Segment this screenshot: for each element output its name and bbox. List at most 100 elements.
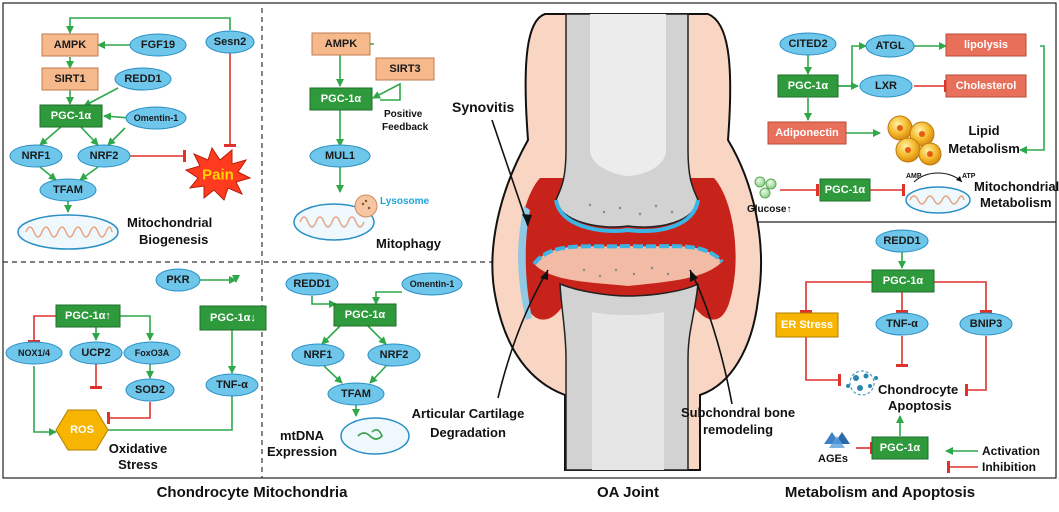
panel-chondrocyte-apoptosis: REDD1 PGC-1α ER Stress TNF-α BNIP3 Chond… [775, 229, 1013, 465]
label-ages: AGEs [818, 453, 848, 465]
legend-activation-label: Activation [982, 444, 1040, 458]
legend-inhibition-label: Inhibition [982, 460, 1036, 474]
node-cholesterol-label: Cholesterol [956, 80, 1017, 92]
femur-marrow [590, 14, 666, 176]
node-pgc1a-label: PGC-1α [321, 93, 362, 105]
inhibit-er-apoptosis [805, 336, 841, 386]
ages-icon [824, 432, 850, 448]
apoptotic-cell-icon [846, 370, 878, 396]
node-pgc1a-label: PGC-1α [825, 184, 866, 196]
node-sesn2 [205, 30, 255, 54]
node-nrf2 [77, 144, 131, 168]
amp-atp-arrowhead [956, 176, 962, 182]
footer-oa-joint: OA Joint [597, 484, 659, 501]
pain-label: Pain [202, 167, 234, 184]
node-redd1-label: REDD1 [883, 235, 920, 247]
node-ampk-label: AMPK [325, 38, 357, 50]
pointer-subchondral-head [690, 270, 698, 282]
synovitis-lining [518, 206, 532, 320]
bone-texture [582, 203, 674, 278]
node-omentin-label: Omentin-1 [134, 113, 179, 123]
node-pgc1a-up-label: PGC-1α↑ [65, 310, 111, 322]
node-pgc1a-label: PGC-1α [345, 309, 386, 321]
node-ros-label: ROS [70, 424, 94, 436]
node-sod2-label: SOD2 [135, 384, 165, 396]
mitochondrion-icon [17, 214, 119, 250]
node-sirt3-label: SIRT3 [389, 63, 420, 75]
node-lxr [859, 74, 913, 98]
title-metabolism: Metabolism [980, 195, 1052, 210]
node-adiponectin [767, 121, 847, 145]
node-pgc1a-label: PGC-1α [51, 110, 92, 122]
node-sod2 [125, 378, 175, 402]
node-lxr-label: LXR [875, 80, 897, 92]
inhibit-pgc-bnip3 [934, 281, 992, 313]
ros-hexagon-icon [55, 409, 109, 451]
panel-mitochondrial-metabolism: Glucose↑ PGC-1α AMP ATP Mitochondrial Me… [747, 172, 1059, 215]
node-redd1-label: REDD1 [293, 278, 330, 290]
node-foxo3a [123, 341, 181, 365]
title-mitochondrial: Mitochondrial [127, 215, 212, 230]
node-fgf19-label: FGF19 [141, 39, 175, 51]
node-ucp2 [69, 341, 123, 365]
node-tnfa [875, 312, 929, 336]
inhibit-pgc-nox [28, 315, 56, 343]
node-tnfa [205, 373, 259, 397]
node-nrf2 [367, 343, 421, 367]
label-subchondral-bone: Subchondral bone [681, 405, 795, 420]
figure-border [2, 2, 1057, 479]
node-nox [5, 341, 63, 365]
node-redd1 [875, 229, 929, 253]
node-cited2 [779, 32, 837, 56]
node-sesn2-label: Sesn2 [214, 36, 246, 48]
node-sirt1 [41, 67, 99, 91]
pointer-subchondral [689, 269, 733, 405]
node-tfam [327, 382, 385, 406]
arrow-nrf1-tfam [39, 166, 57, 181]
node-bnip3 [959, 312, 1013, 336]
node-tnfa-label: TNF-α [216, 379, 248, 391]
label-synovitis: Synovitis [452, 99, 514, 115]
mitochondrion-dna-icon [340, 417, 410, 455]
node-ampk-label: AMPK [54, 39, 86, 51]
pain-burst-icon [184, 146, 252, 201]
arrow-pgc-atgl [838, 42, 867, 87]
node-nrf2-label: NRF2 [90, 150, 119, 162]
arrow-tnf-ros [73, 396, 233, 434]
arrow-nrf2-tfam [369, 365, 387, 384]
arrow-feedback [372, 82, 401, 101]
node-redd1 [285, 272, 339, 296]
node-nrf1 [291, 343, 345, 367]
node-pgc1a-bottom [871, 436, 929, 460]
node-tnfa-label: TNF-α [886, 318, 918, 330]
node-fgf19 [129, 33, 187, 57]
node-pgc1a [309, 87, 373, 111]
footer-chondrocyte-mitochondria: Chondrocyte Mitochondria [157, 484, 348, 501]
mitochondrion-icon [293, 203, 375, 241]
inhibit-sod2-ros [107, 402, 151, 424]
arrow-redd1-pgc [83, 87, 119, 107]
arrow-omentin-nrf2 [107, 127, 126, 146]
node-omentin-label: Omentin-1 [410, 279, 455, 289]
panel-mitochondrial-biogenesis: AMPK FGF19 Sesn2 SIRT1 REDD1 PGC-1α Omen… [9, 17, 255, 250]
label-lysosome: Lysosome [380, 196, 430, 207]
arrow-pgc-foxo [120, 315, 154, 341]
node-er-stress-label: ER Stress [781, 319, 833, 331]
pointer-synovitis [491, 119, 529, 227]
node-pgc1a [871, 269, 935, 293]
title-stress: Stress [118, 457, 158, 472]
node-adiponectin-label: Adiponectin [775, 127, 839, 139]
title-lipid: Lipid [968, 123, 999, 138]
node-nox-label: NOX1/4 [18, 348, 50, 358]
legend: Activation Inhibition [945, 444, 1040, 474]
node-pgc1a-down [199, 305, 267, 331]
inhibit-bnip3-apoptosis [965, 336, 987, 396]
node-pgc1a-label: PGC-1α [788, 80, 829, 92]
node-cited2-label: CITED2 [788, 38, 827, 50]
title-biogenesis: Biogenesis [139, 232, 208, 247]
node-pgc1a-label: PGC-1α [883, 275, 924, 287]
node-pgc1a-up [55, 304, 121, 328]
label-feedback: Feedback [382, 122, 429, 133]
